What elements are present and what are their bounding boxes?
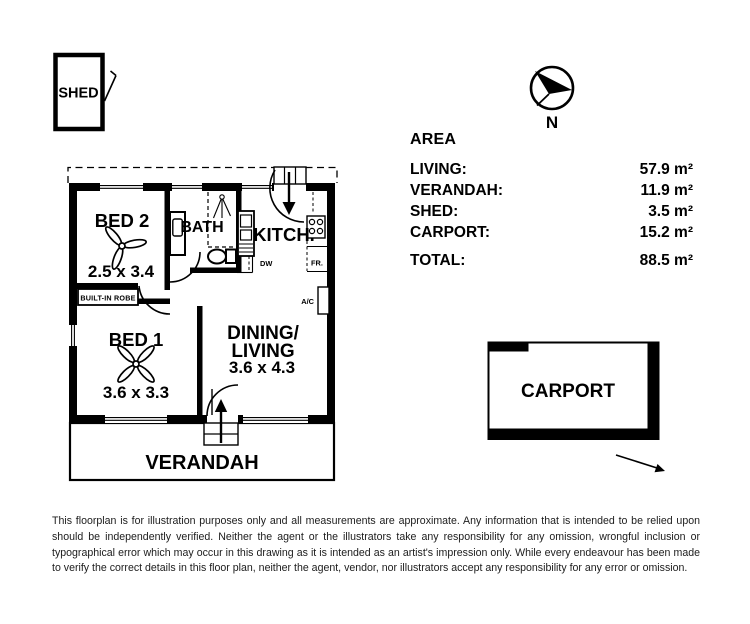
oven-unit	[237, 210, 255, 257]
area-row-label: LIVING:	[410, 161, 467, 178]
window-left	[69, 325, 77, 346]
shower	[207, 192, 236, 248]
dishwasher-label: DW	[260, 259, 272, 268]
carport-label: CARPORT	[521, 381, 615, 402]
dishwasher-counter	[237, 256, 254, 274]
verandah-arrow-head	[214, 399, 228, 412]
area-row-value: 57.9 m²	[639, 161, 693, 178]
north-compass-icon: N	[529, 65, 575, 132]
entry-arrow-head	[282, 202, 296, 215]
verandah-steps	[203, 384, 239, 446]
dining-living-label-line2: LIVING	[231, 341, 294, 362]
area-row-shed: SHED: 3.5 m²	[410, 201, 693, 222]
eaves-dashed-line	[67, 166, 338, 183]
area-row-value: 11.9 m²	[640, 182, 693, 199]
carport-walls	[487, 342, 660, 440]
driveway-arrow-head	[654, 464, 665, 473]
bed1-dimensions: 3.6 x 3.3	[103, 383, 169, 402]
toilet	[207, 248, 237, 265]
bed2-label: BED 2	[95, 210, 150, 231]
area-table-title: AREA	[410, 131, 457, 148]
compass-arrow	[535, 71, 572, 94]
bed1-ceiling-fan-icon	[117, 345, 155, 383]
shed-label: SHED	[58, 86, 98, 102]
fridge-label: FR.	[311, 259, 323, 268]
dining-living-dimensions: 3.6 x 4.3	[229, 358, 295, 377]
windows-top	[100, 183, 272, 191]
disclaimer-text: This floorplan is for illustration purpo…	[52, 515, 700, 575]
bed2-ceiling-fan-icon	[104, 226, 147, 270]
area-row-value: 3.5 m²	[648, 203, 693, 220]
bath-door-swing	[169, 251, 201, 283]
area-row-carport: CARPORT: 15.2 m²	[410, 222, 693, 243]
bed1-label: BED 1	[109, 329, 164, 350]
area-row-label: SHED:	[410, 203, 459, 220]
bath-fixtures	[169, 192, 237, 265]
bath-label: BATH	[180, 219, 223, 236]
kitchen-fittings	[237, 192, 327, 274]
area-row-label: VERANDAH:	[410, 182, 503, 199]
area-row-value: 15.2 m²	[639, 224, 693, 241]
compass-circle	[529, 65, 575, 111]
area-row-living: LIVING: 57.9 m²	[410, 159, 693, 180]
dining-living-label-line1: DINING/	[227, 323, 300, 344]
cooktop	[306, 192, 326, 239]
vanity	[169, 211, 186, 256]
windows-bottom	[105, 415, 308, 423]
shed-outline	[53, 52, 105, 132]
bed2-dimensions: 2.5 x 3.4	[88, 262, 155, 281]
verandah-door-opening	[207, 415, 238, 423]
area-row-total: TOTAL: 88.5 m²	[410, 250, 693, 271]
shed-door-line	[103, 75, 117, 102]
robe-label: BUILT-IN ROBE	[80, 294, 135, 303]
driveway-arrow-shaft	[615, 454, 658, 469]
kitchen-label: KITCH.	[253, 224, 315, 245]
built-in-robe: BUILT-IN ROBE	[77, 288, 139, 306]
carport-outline	[487, 341, 660, 440]
carport: CARPORT	[487, 341, 665, 473]
entry-landing	[269, 166, 307, 223]
compass-arrow-tail	[536, 93, 550, 107]
ac-unit	[317, 286, 330, 315]
area-row-label: CARPORT:	[410, 224, 491, 241]
shed-door-tick	[109, 70, 117, 77]
area-row-verandah: VERANDAH: 11.9 m²	[410, 180, 693, 201]
shed: SHED	[53, 52, 117, 132]
compass-north-label: N	[546, 113, 558, 132]
verandah-label: VERANDAH	[145, 452, 258, 474]
verandah-door-swing	[206, 384, 239, 417]
area-table: AREA LIVING: 57.9 m² VERANDAH: 11.9 m² S…	[410, 131, 693, 271]
area-total-label: TOTAL:	[410, 252, 466, 269]
shower-head-icon	[219, 194, 225, 200]
area-total-value: 88.5 m²	[639, 252, 693, 269]
fridge-alcove	[306, 241, 327, 273]
bed1-door-swing	[138, 285, 171, 315]
entry-door-swing	[269, 169, 305, 223]
main-floorplan: BUILT-IN ROBE	[67, 166, 338, 482]
ac-label: A/C	[301, 297, 314, 306]
